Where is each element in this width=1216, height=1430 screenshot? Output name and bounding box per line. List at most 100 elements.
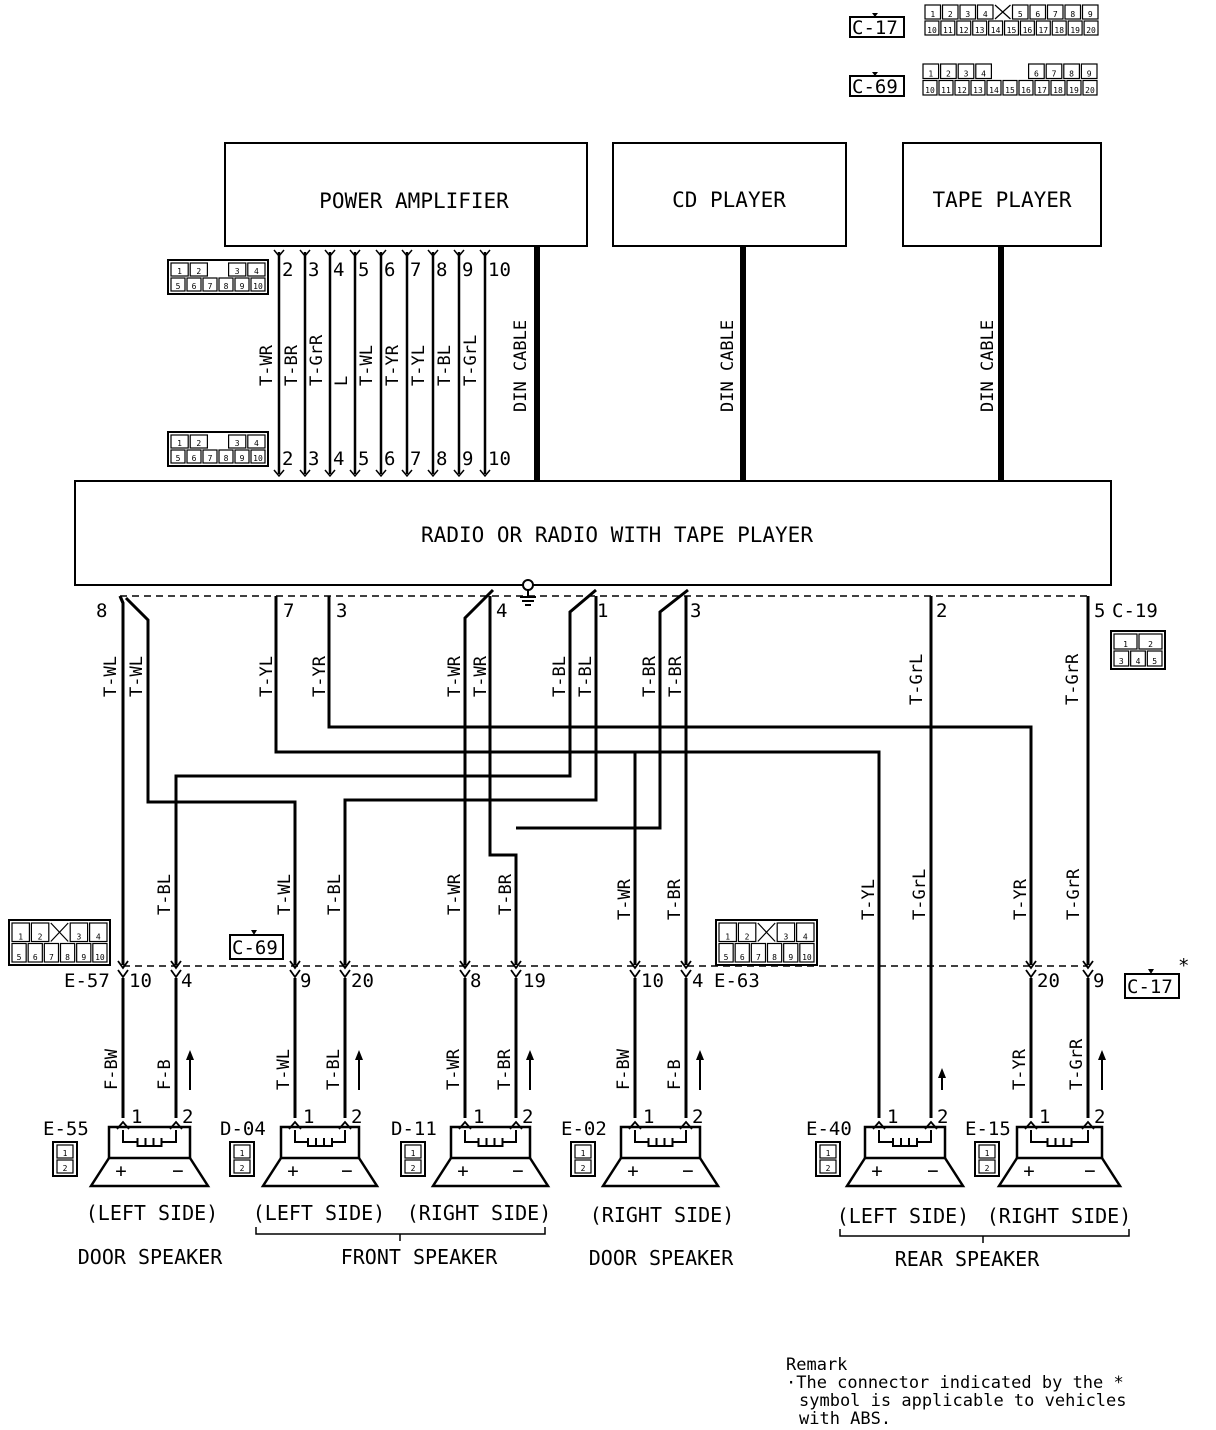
amp-wire-label: T-BL (435, 345, 455, 386)
e57-pin-r2-2: 7 (43, 942, 60, 963)
amp-bot-pin-r2-0: 5 (170, 449, 186, 464)
c17-pin-label: 12 (959, 26, 969, 35)
c17-pin-label: 18 (1054, 26, 1064, 35)
speaker-pin-1: 1 (131, 1106, 142, 1128)
speaker-connector-label: E-02 (561, 1118, 607, 1140)
c19-pin-r2-1: 4 (1130, 650, 1146, 667)
radio-pin-3b: 3 (690, 600, 701, 622)
amp-pin-top-10: 10 (488, 259, 511, 281)
terminal-8 (1025, 960, 1037, 970)
amp-wire-label: T-YR (383, 344, 403, 386)
e57-pin-r1-3: 3 (69, 922, 89, 943)
speaker-pin-2: 2 (522, 1106, 533, 1128)
caption-door-speaker-right: DOOR SPEAKER (589, 1246, 734, 1270)
harness-label-0: T-WL (101, 656, 121, 697)
c69-pin-r1-9: 9 (1080, 63, 1098, 80)
speaker-wire-label-b: T-BR (495, 1048, 515, 1090)
c69-pin-label: 7 (1052, 70, 1057, 79)
amp-wire-label: T-GrR (307, 334, 327, 386)
amp-pin-bottom-9: 9 (462, 448, 473, 470)
radio-pin-1: 1 (597, 600, 608, 622)
c17-pin-r2-9: 19 (1067, 20, 1083, 36)
mid-pin-numbers: 10 4 9 20 8 19 10 4 20 9 (129, 970, 1104, 992)
c69-pin-label: 18 (1053, 86, 1063, 95)
c17-pin-label: 13 (975, 26, 985, 35)
speaker-conn-pin-2: 2 (826, 1164, 831, 1173)
harness-label-3: T-YR (310, 655, 330, 697)
amp-top-pin-r2-4: 9 (234, 277, 250, 292)
amp-wire-5: 55 (349, 249, 369, 478)
e57-pin-label: 4 (96, 933, 101, 942)
e63-pin-r2-0: 5 (718, 942, 734, 963)
speaker-pin-1: 1 (303, 1106, 314, 1128)
speaker-connector-icon: 12 (52, 1141, 78, 1177)
amp-bot-pin-r1-0: 1 (170, 434, 189, 449)
speaker-plus: + (627, 1160, 638, 1182)
radio-title: RADIO OR RADIO WITH TAPE PLAYER (421, 523, 813, 547)
amp-pin-top-6: 6 (384, 259, 395, 281)
harness-label-16: T-BR (496, 873, 516, 915)
c17-pin-20: 20 (1037, 970, 1060, 992)
c69-pin-r2-8: 18 (1050, 79, 1066, 96)
terminal-0 (117, 960, 129, 970)
amp-top-pin-label: 5 (176, 282, 181, 291)
speaker-cone-icon (430, 1157, 551, 1188)
c69-pin-label: 12 (957, 86, 967, 95)
ground-icon (520, 579, 536, 606)
speaker-connector-icon: 12 (229, 1141, 255, 1177)
c17-pin-r1-4 (994, 4, 1011, 20)
c17-pin-label: 5 (1018, 10, 1023, 19)
speaker-plus: + (871, 1160, 882, 1182)
amp-pin-top-3: 3 (308, 259, 319, 281)
amp-pin-top-9: 9 (462, 259, 473, 281)
c19-pin-label: 5 (1152, 657, 1157, 666)
speaker-cone-icon (600, 1157, 721, 1188)
c17-pin-label: 17 (1038, 26, 1048, 35)
amp-wire-label: L (332, 376, 352, 386)
caption-front-speaker: FRONT SPEAKER (341, 1245, 498, 1269)
terminal-2 (289, 960, 301, 970)
amp-wire-2: 22 (273, 249, 293, 478)
e63-pin-label: 10 (802, 953, 812, 962)
amp-bot-pin-r2-4: 9 (234, 449, 250, 464)
c17-pin-r2-4: 14 (988, 20, 1004, 36)
c69-pin-label: 19 (1069, 86, 1079, 95)
amp-bot-pin-label: 5 (176, 454, 181, 463)
c17-pin-r1-8: 8 (1064, 4, 1082, 20)
speaker-connector-icon: 12 (974, 1141, 1000, 1177)
harness-label-5: T-WR (471, 655, 491, 697)
e63-pin-10: 10 (641, 970, 664, 992)
terminal-9 (1082, 960, 1094, 970)
amp-bot-pin-r2-3: 8 (218, 449, 234, 464)
c17-pin-label: 11 (943, 26, 953, 35)
amp-pin-bottom-2: 2 (282, 448, 293, 470)
c17-pin-r2-6: 16 (1019, 20, 1035, 36)
c19-pin-label: 4 (1136, 657, 1141, 666)
e63-pin-r1-3: 3 (776, 922, 796, 943)
c69-pin-label: 8 (1069, 70, 1074, 79)
amp-top-pin-r2-5: 10 (250, 277, 266, 292)
speaker-connector-label: E-40 (806, 1118, 852, 1140)
speaker-connector-icon: 12 (570, 1141, 596, 1177)
amp-bot-pin-label: 7 (208, 454, 213, 463)
amp-bot-pin-label: 10 (253, 454, 263, 463)
amp-bot-pin-r1-4: 4 (247, 434, 266, 449)
radio-pin-4: 4 (496, 600, 507, 622)
mid-connector-terminals (117, 960, 1094, 979)
amp-top-pin-label: 10 (253, 282, 263, 291)
speaker-wire-label-b: F-B (665, 1059, 685, 1090)
amp-wire-7: 77 (401, 249, 421, 478)
e57-pin-r2-4: 9 (76, 942, 92, 963)
amp-top-pin-r1-0: 1 (170, 262, 189, 277)
speaker-conn-pin-1: 1 (63, 1149, 68, 1158)
c69-pin-label: 3 (964, 70, 969, 79)
harness-label-18: T-BR (665, 878, 685, 920)
c17-pin-r2-3: 13 (972, 20, 988, 36)
